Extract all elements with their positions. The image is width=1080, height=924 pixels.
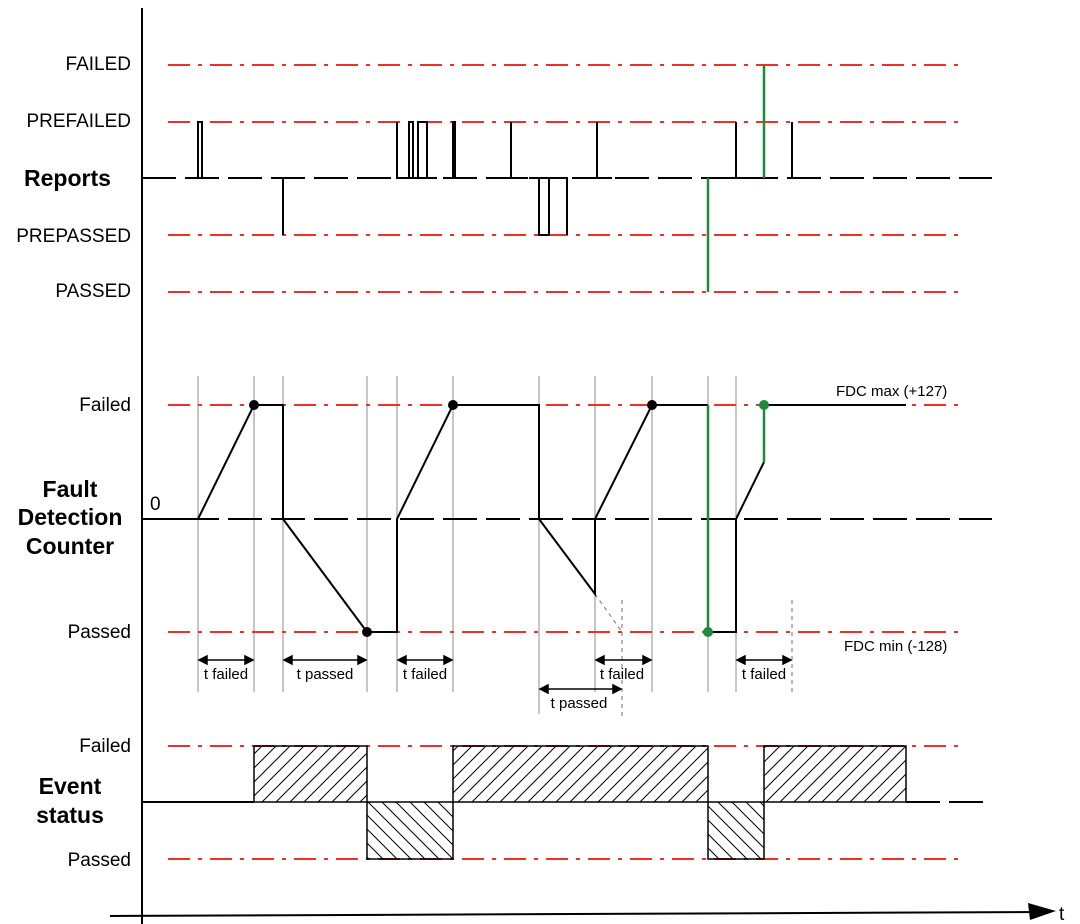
fdc-counter-trace bbox=[142, 404, 708, 633]
dashed-gridlines bbox=[594, 593, 793, 716]
interval-label-2: t passed bbox=[297, 666, 354, 683]
time-axis-label: t bbox=[1059, 904, 1065, 924]
level-failed-label: FAILED bbox=[66, 54, 131, 75]
level-prepassed-label: PREPASSED bbox=[16, 226, 131, 247]
time-axis bbox=[109, 911, 1043, 917]
interval-label-3: t failed bbox=[403, 666, 447, 683]
reports-section: Reports FAILED PREFAILED PREPASSED PASSE… bbox=[16, 54, 992, 302]
interval-label-6: t failed bbox=[742, 666, 786, 683]
fdc-counter-trace-tail bbox=[708, 461, 765, 633]
time-axis-arrow-icon bbox=[1028, 903, 1056, 920]
fdc-markers bbox=[249, 400, 769, 637]
interval-label-1: t failed bbox=[204, 666, 248, 683]
fdc-section: Fault Detection Counter Failed Passed 0 … bbox=[18, 376, 992, 716]
fdc-min-label: FDC min (-128) bbox=[844, 638, 947, 655]
interval-arrows bbox=[197, 654, 793, 695]
event-status-section: Event status Failed Passed bbox=[36, 736, 992, 871]
reports-title: Reports bbox=[24, 165, 111, 191]
event-failed-block-1 bbox=[253, 745, 368, 803]
fdc-max-label: FDC max (+127) bbox=[836, 383, 947, 400]
time-gridlines bbox=[197, 376, 737, 714]
event-status-title-line1: Event bbox=[39, 773, 102, 799]
fdc-title-line3: Counter bbox=[26, 533, 114, 559]
event-status-title-line2: status bbox=[36, 802, 104, 828]
event-failed-block-2 bbox=[452, 745, 709, 803]
fdc-title-line2: Detection bbox=[18, 504, 123, 530]
fdc-level-failed-label: Failed bbox=[79, 395, 131, 416]
level-passed-label: PASSED bbox=[55, 281, 131, 302]
interval-label-4: t failed bbox=[600, 666, 644, 683]
event-failed-block-3 bbox=[763, 745, 907, 803]
event-level-failed-label: Failed bbox=[79, 736, 131, 757]
fdc-title-line1: Fault bbox=[43, 476, 98, 502]
interval-label-5: t passed bbox=[551, 695, 608, 712]
event-level-passed-label: Passed bbox=[68, 850, 131, 871]
event-passed-block-2 bbox=[707, 801, 765, 860]
fdc-zero-label: 0 bbox=[150, 494, 161, 515]
level-prefailed-label: PREFAILED bbox=[26, 111, 131, 132]
fdc-level-passed-label: Passed bbox=[68, 622, 131, 643]
event-passed-block-1 bbox=[366, 801, 454, 860]
